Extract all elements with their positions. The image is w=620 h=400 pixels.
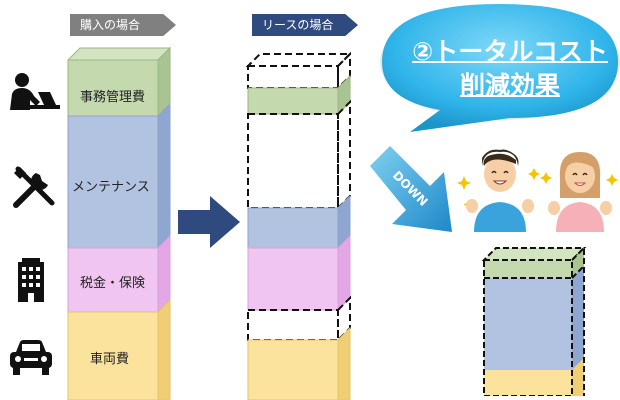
reduced-vehicle-block (484, 370, 572, 396)
purchase-cost-stack (66, 46, 172, 400)
vehicle-cost-block (67, 311, 159, 400)
savings-callout-bubble (380, 4, 620, 132)
lease-tax-block (247, 247, 339, 311)
lease-header: リースの場合 (252, 14, 358, 36)
callout-line-1: ②トータルコスト (412, 37, 608, 66)
car-icon (10, 340, 52, 375)
maintenance-cost-block (67, 115, 159, 249)
vehicle-cost-label: 車両費 (90, 352, 130, 367)
down-arrow-icon: DOWN (370, 146, 452, 232)
admin-cost-label: 事務管理費 (80, 90, 146, 105)
tools-icon (13, 166, 55, 208)
stack-top-face (66, 47, 172, 61)
reduced-maintenance-block (484, 278, 572, 370)
happy-man-icon (458, 149, 540, 232)
lease-vehicle-block (247, 339, 339, 400)
reduced-total-stack (481, 245, 587, 396)
lease-cost-stack (245, 51, 353, 400)
reduced-admin-block (484, 260, 572, 278)
happy-woman-icon (540, 152, 618, 232)
lease-maintenance-block (247, 207, 339, 249)
callout-line-2: 削減効果 (459, 71, 560, 100)
person-at-computer-icon (10, 73, 60, 110)
right-arrow-icon (178, 196, 240, 248)
tax-insurance-cost-block (67, 247, 159, 313)
tax-insurance-label: 税金・保険 (80, 276, 146, 291)
building-icon (18, 258, 44, 302)
admin-cost-block (67, 59, 159, 117)
purchase-header: 購入の場合 (70, 14, 176, 36)
lease-admin-block (247, 87, 339, 115)
maintenance-label: メンテナンス (72, 180, 150, 195)
